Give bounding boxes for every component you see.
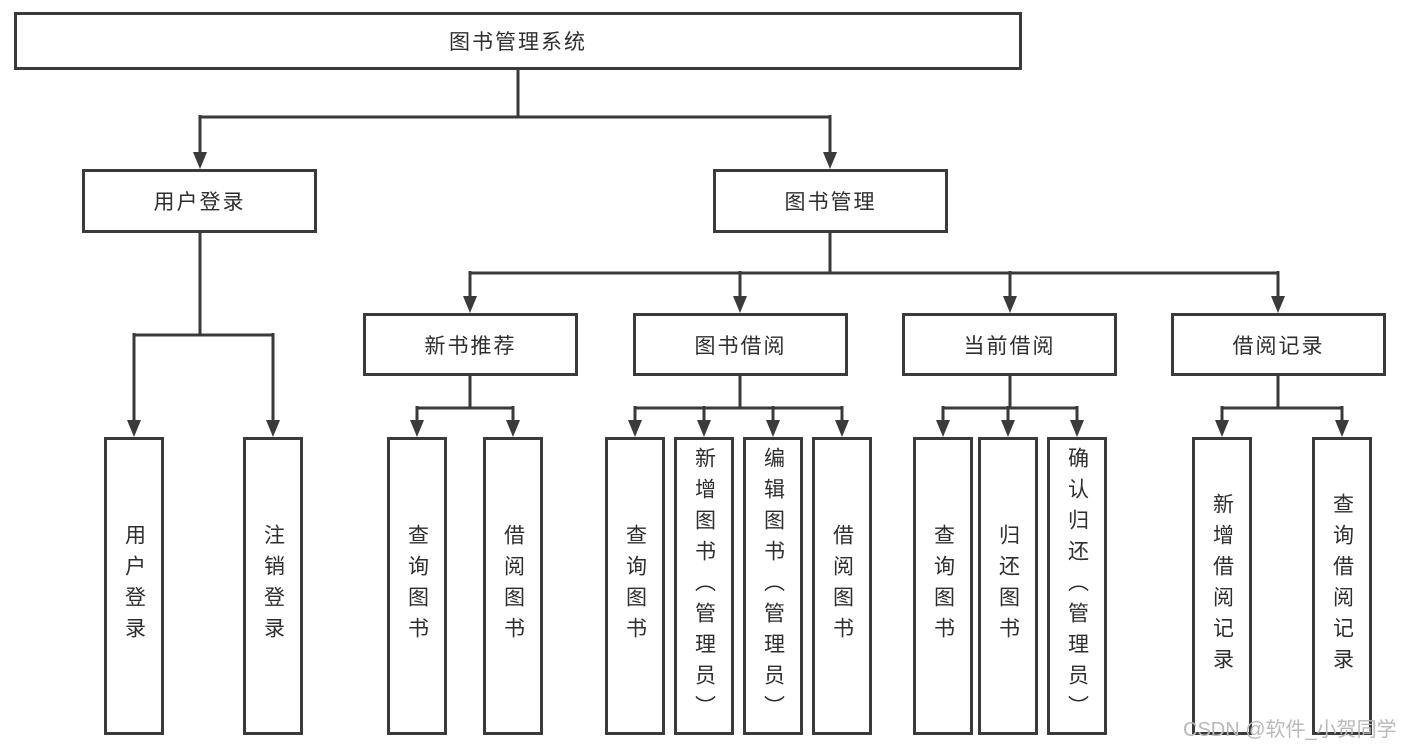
leaf-label: 确认归还（管理员）: [1065, 446, 1089, 726]
root-node-library-system: 图书管理系统: [14, 12, 1022, 70]
leaf-node-return-books: 归还图书: [978, 437, 1038, 735]
leaf-label: 借阅图书: [830, 524, 854, 648]
node-user-login: 用户登录: [82, 169, 317, 233]
leaf-node-query-books-recommend: 查询图书: [387, 437, 447, 735]
leaf-label: 归还图书: [996, 524, 1020, 648]
leaf-node-add-book-admin: 新增图书（管理员）: [674, 437, 734, 735]
leaf-label: 查询借阅记录: [1330, 493, 1354, 679]
connector-user-login-to-leaves: [127, 233, 280, 437]
connector-borrow-records-to-leaves: [1215, 376, 1349, 437]
node-label: 当前借阅: [963, 334, 1056, 358]
leaf-node-query-borrow-record: 查询借阅记录: [1312, 437, 1372, 735]
node-label: 用户登录: [153, 191, 246, 214]
root-node-label: 图书管理系统: [449, 31, 587, 54]
leaf-node-edit-book-admin: 编辑图书（管理员）: [743, 437, 803, 735]
leaf-label: 新增图书（管理员）: [692, 446, 716, 726]
connector-book-management-to-level3: [463, 233, 1285, 313]
leaf-node-user-login: 用户登录: [104, 437, 164, 735]
leaf-node-confirm-return-admin: 确认归还（管理员）: [1047, 437, 1107, 735]
leaf-label: 编辑图书（管理员）: [761, 446, 785, 726]
node-current-borrow: 当前借阅: [902, 313, 1117, 376]
node-new-book-recommend: 新书推荐: [363, 313, 578, 376]
leaf-label: 新增借阅记录: [1210, 493, 1234, 679]
leaf-label: 借阅图书: [501, 524, 525, 648]
node-book-management: 图书管理: [713, 169, 948, 233]
leaf-node-add-borrow-record: 新增借阅记录: [1192, 437, 1252, 735]
connector-current-borrow-to-leaves: [936, 376, 1084, 437]
csdn-watermark: CSDN @软件_小贺同学: [1183, 719, 1397, 741]
connector-new-book-recommend-to-leaves: [410, 376, 520, 437]
leaf-label: 查询图书: [405, 524, 429, 648]
leaf-node-borrow-books: 借阅图书: [812, 437, 872, 735]
node-label: 图书管理: [784, 191, 877, 214]
leaf-node-logout: 注销登录: [243, 437, 303, 735]
node-label: 图书借阅: [694, 334, 787, 358]
leaf-label: 用户登录: [122, 524, 146, 648]
leaf-node-query-books-current: 查询图书: [913, 437, 973, 735]
leaf-label: 查询图书: [931, 524, 955, 648]
leaf-node-query-books-borrow: 查询图书: [605, 437, 665, 735]
leaf-label: 查询图书: [623, 524, 647, 648]
connector-root-to-level2: [193, 70, 837, 169]
node-label: 新书推荐: [424, 334, 517, 358]
connector-book-borrow-to-leaves: [628, 376, 849, 437]
leaf-node-borrow-books-recommend: 借阅图书: [483, 437, 543, 735]
leaf-label: 注销登录: [261, 524, 285, 648]
node-book-borrow: 图书借阅: [633, 313, 848, 376]
node-borrow-records: 借阅记录: [1171, 313, 1386, 376]
node-label: 借阅记录: [1232, 334, 1325, 358]
